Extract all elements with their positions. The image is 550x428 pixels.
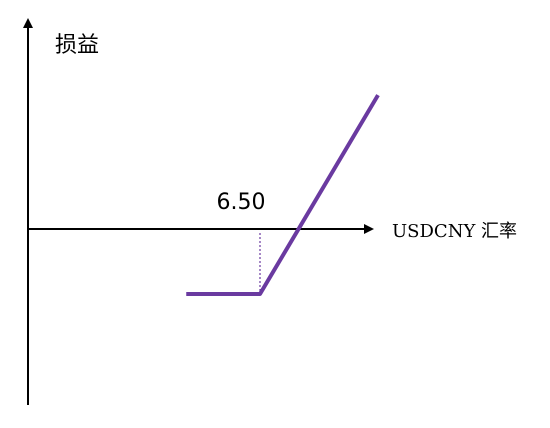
y-axis-label: 损益 xyxy=(55,33,99,58)
payoff-line xyxy=(186,94,380,296)
strike-label: 6.50 xyxy=(217,190,266,215)
x-axis-label: USDCNY 汇率 xyxy=(392,221,517,242)
